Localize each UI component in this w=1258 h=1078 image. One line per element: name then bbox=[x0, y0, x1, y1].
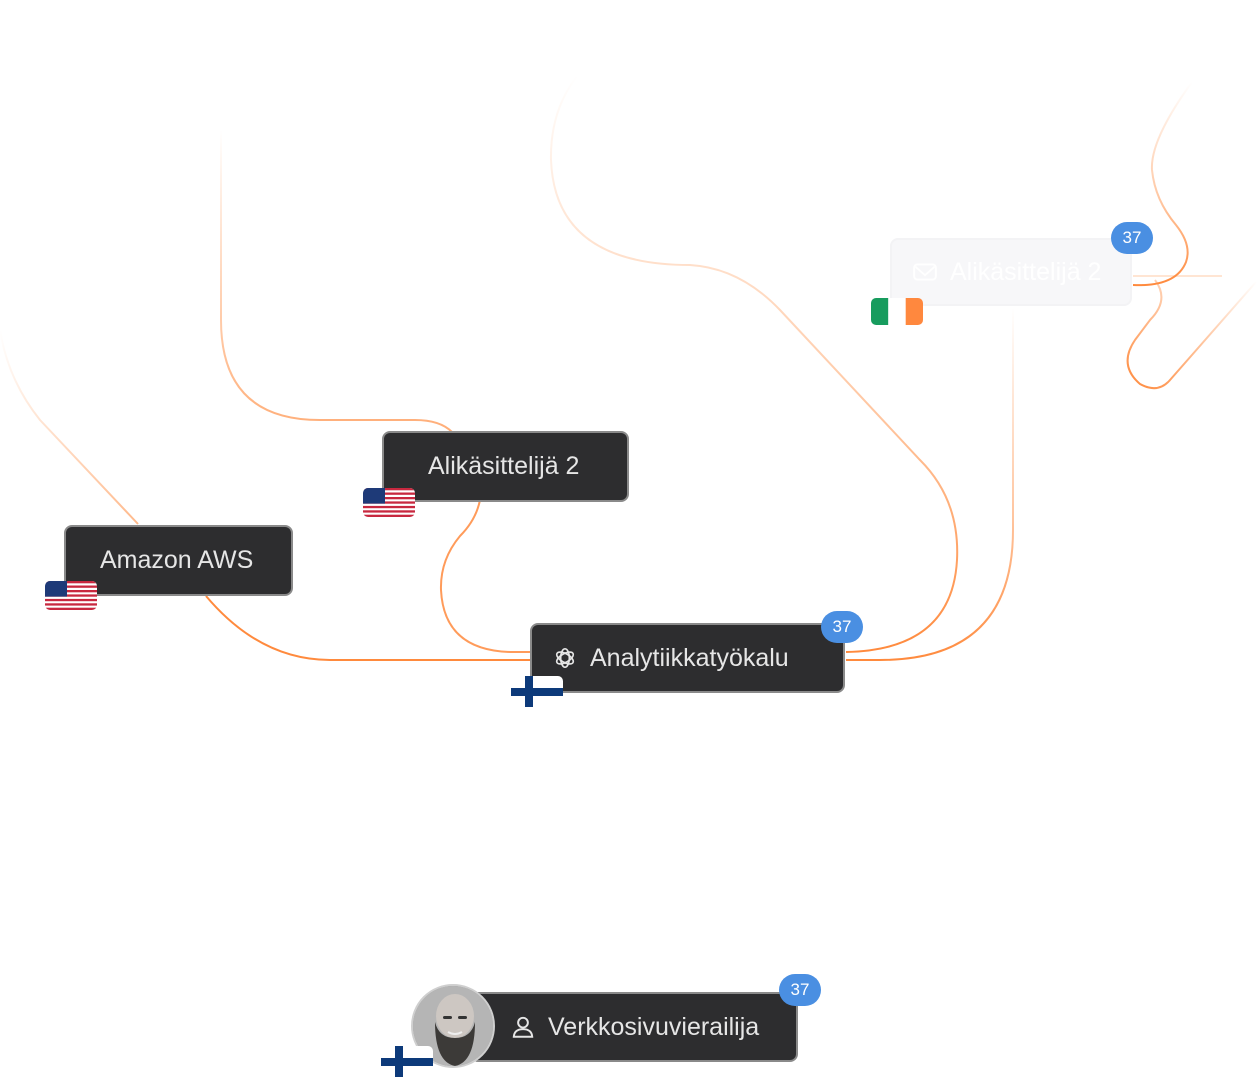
node-subprocessor-ie[interactable]: Alikäsittelijä 2 bbox=[890, 238, 1132, 306]
count-badge: 37 bbox=[821, 611, 863, 643]
edge-right-loop bbox=[1126, 279, 1257, 390]
node-label: Amazon AWS bbox=[100, 546, 254, 574]
edge-aws-to-analytics bbox=[205, 595, 532, 661]
node-label: Alikäsittelijä 2 bbox=[428, 452, 580, 480]
edge-top-into-subprocessor bbox=[220, 130, 453, 433]
flag-us-icon bbox=[45, 581, 97, 610]
node-analytics-tool[interactable]: Analytiikkatyökalu bbox=[530, 623, 845, 693]
node-subprocessor-us[interactable]: Alikäsittelijä 2 bbox=[382, 431, 629, 502]
node-label: Alikäsittelijä 2 bbox=[950, 257, 1102, 286]
edge-left-into-aws bbox=[0, 329, 139, 525]
edge-top-s-curve bbox=[549, 74, 959, 653]
count-badge: 37 bbox=[1111, 222, 1153, 254]
edge-ie-to-analytics bbox=[846, 308, 1014, 661]
flag-ie-icon bbox=[871, 298, 923, 325]
user-icon bbox=[510, 1014, 536, 1040]
edge-right-s-curve bbox=[1132, 81, 1193, 287]
node-label: Analytiikkatyökalu bbox=[590, 643, 789, 672]
count-badge: 37 bbox=[779, 974, 821, 1006]
mail-icon bbox=[912, 259, 938, 285]
openai-icon bbox=[552, 645, 578, 671]
flag-fi-icon bbox=[381, 1046, 433, 1077]
node-website-visitor[interactable]: Verkkosivuvierailija bbox=[470, 992, 798, 1062]
edge-subprocessor-to-analytics bbox=[439, 499, 532, 653]
flag-fi-icon bbox=[511, 676, 563, 707]
flag-us-icon bbox=[363, 488, 415, 517]
node-label: Verkkosivuvierailija bbox=[548, 1012, 760, 1041]
node-amazon-aws[interactable]: Amazon AWS bbox=[64, 525, 293, 596]
